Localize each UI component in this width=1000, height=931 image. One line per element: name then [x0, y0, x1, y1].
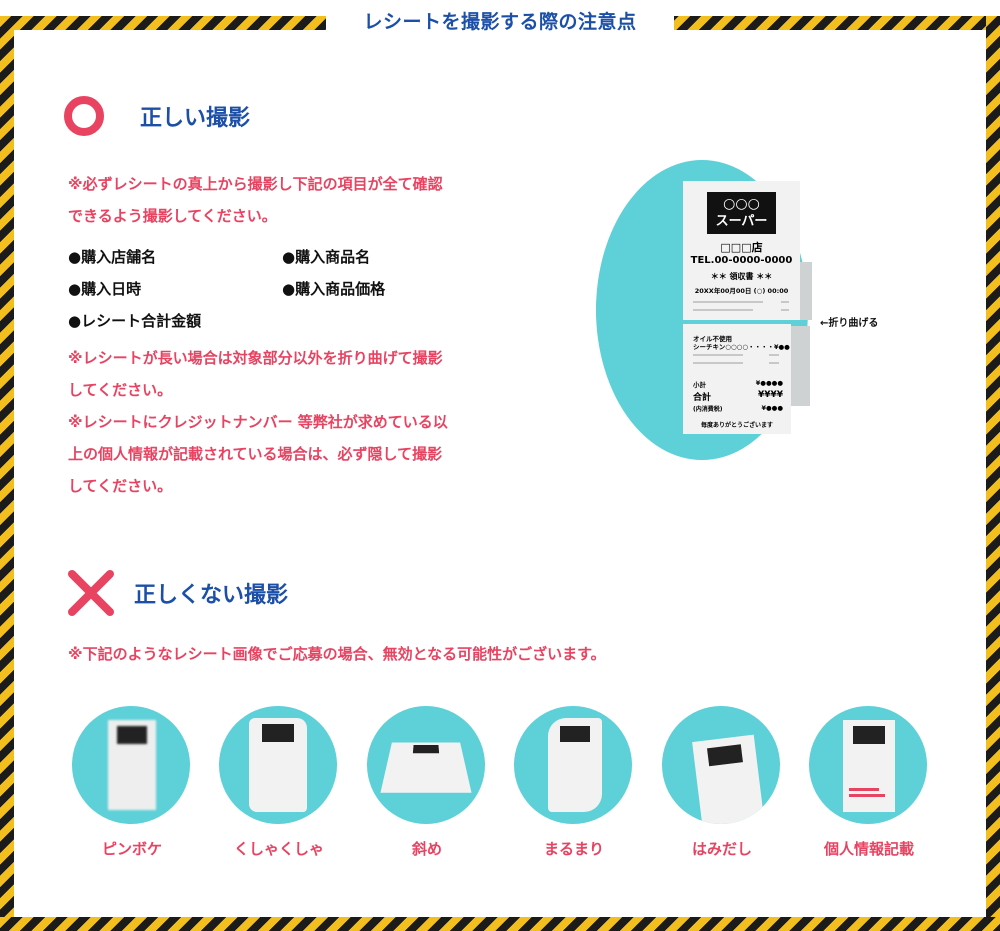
receipt-line: [781, 309, 789, 311]
receipt-thanks: 毎度ありがとうございます: [700, 422, 773, 429]
required-item: ●購入商品価格: [282, 279, 386, 298]
good-note-1-line-2: できるよう撮影してください。: [68, 207, 277, 225]
receipt-bottom: オイル不使用 シーチキン○○○○・・・・¥●● 小計 ¥●●●● 合計 ¥¥¥¥…: [683, 324, 791, 434]
receipt-top: ○○○ スーパー □□□店 TEL.00-0000-0000 ＊＊ 領収書 ＊＊…: [683, 181, 800, 320]
receipt-logo: [853, 726, 885, 744]
hazard-stripe-bottom: [0, 917, 1000, 931]
receipt-total-value: ¥¥¥¥: [757, 390, 783, 400]
personal-info-receipt: [843, 720, 895, 812]
good-note-2-line-1: ※レシートが長い場合は対象部分以外を折り曲げて撮影: [68, 349, 443, 367]
curled-receipt: [548, 718, 602, 812]
receipt-item-1: オイル不使用: [693, 335, 732, 343]
crumpled-receipt: [249, 718, 307, 812]
receipt-total-label: 合計: [693, 393, 712, 403]
example-label: まるまり: [543, 840, 604, 858]
card-number-line: [849, 794, 885, 797]
receipt-tax-value: ¥●●●: [761, 404, 783, 412]
good-note-1: ※必ずレシートの真上から撮影し下記の項目が全て確認 できるよう撮影してください。: [68, 168, 443, 232]
receipt-line: [693, 309, 753, 311]
good-note-3-line-3: してください。: [68, 477, 173, 495]
example-label: 個人情報記載: [823, 840, 914, 858]
example-tilted: 斜め: [367, 706, 487, 859]
receipt-logo-bottom: スーパー: [715, 214, 768, 229]
bad-heading: 正しくない撮影: [134, 583, 289, 608]
cropped-receipt: [692, 734, 766, 824]
example-circle: [809, 706, 927, 824]
fold-flap-1: [798, 262, 812, 320]
receipt-tel: TEL.00-0000-0000: [690, 255, 793, 266]
example-crumpled: くしゃくしゃ: [219, 706, 339, 859]
receipt-line: [769, 354, 779, 356]
good-note-2-line-2: してください。: [68, 381, 173, 399]
receipt-subtotal-value: ¥●●●●: [755, 379, 783, 387]
receipt-logo: [117, 726, 147, 744]
receipt-line: [693, 354, 743, 356]
good-heading: 正しい撮影: [140, 106, 251, 131]
receipt-store: □□□店: [720, 241, 763, 254]
page-title: レシートを撮影する際の注意点: [363, 10, 637, 33]
required-item: ●レシート合計金額: [68, 311, 202, 330]
receipt-logo: [707, 744, 743, 767]
good-note-1-line-1: ※必ずレシートの真上から撮影し下記の項目が全て確認: [68, 175, 443, 193]
receipt-line: [769, 362, 779, 364]
fold-note: ←折り曲げる: [820, 318, 879, 329]
receipt-logo: ○○○ スーパー: [707, 192, 776, 234]
circle-ok-icon: [64, 96, 104, 136]
tilted-receipt: [380, 742, 472, 793]
example-label: はみだし: [691, 840, 752, 858]
receipt-date: 20XX年00月00日 (○) 00:00: [694, 287, 789, 295]
good-section-header: 正しい撮影: [64, 96, 250, 136]
example-circle: [514, 706, 632, 824]
receipt-logo: [412, 745, 440, 754]
bad-section-header: 正しくない撮影: [68, 570, 288, 616]
title-box: レシートを撮影する際の注意点: [326, 0, 674, 40]
example-label: 斜め: [411, 840, 442, 858]
receipt-tax-label: (内消費税): [693, 406, 723, 413]
fold-flap-2: [790, 326, 810, 406]
good-note-2: ※レシートが長い場合は対象部分以外を折り曲げて撮影 してください。 ※レシートに…: [68, 342, 448, 502]
example-circle: [72, 706, 190, 824]
required-items-list: ●購入店舗名 ●購入商品名 ●購入日時 ●購入商品価格 ●レシート合計金額: [68, 240, 508, 336]
card-number-line: [849, 788, 879, 791]
example-circle: [367, 706, 485, 824]
bad-note: ※下記のようなレシート画像でご応募の場合、無効となる可能性がございます。: [68, 645, 606, 663]
example-cropped: はみだし: [662, 706, 782, 859]
example-label: ピンボケ: [101, 840, 162, 858]
example-label: くしゃくしゃ: [233, 840, 324, 858]
example-blurry: ピンボケ: [72, 706, 192, 859]
receipt-line: [781, 301, 789, 303]
blurry-receipt: [108, 720, 156, 810]
receipt-line: [693, 301, 763, 303]
example-circle: [662, 706, 780, 824]
receipt-logo-top: ○○○: [723, 196, 760, 212]
hazard-stripe-left: [0, 16, 14, 931]
receipt-title: ＊＊ 領収書 ＊＊: [710, 272, 773, 281]
cross-ng-icon: [68, 570, 114, 616]
example-circle: [219, 706, 337, 824]
good-note-3-line-1: ※レシートにクレジットナンバー 等弊社が求めている以: [68, 413, 448, 431]
example-personal-info: 個人情報記載: [809, 706, 929, 859]
receipt-item-2: シーチキン○○○○・・・・¥●●: [693, 343, 790, 351]
hazard-stripe-right: [986, 16, 1000, 931]
receipt-logo: [262, 724, 294, 742]
required-item: ●購入日時: [68, 279, 142, 298]
receipt-subtotal-label: 小計: [693, 381, 706, 389]
required-item: ●購入商品名: [282, 247, 371, 266]
required-item: ●購入店舗名: [68, 247, 157, 266]
example-curled: まるまり: [514, 706, 634, 859]
good-note-3-line-2: 上の個人情報が記載されている場合は、必ず隠して撮影: [68, 445, 443, 463]
receipt-logo: [560, 726, 590, 742]
receipt-line: [693, 362, 743, 364]
